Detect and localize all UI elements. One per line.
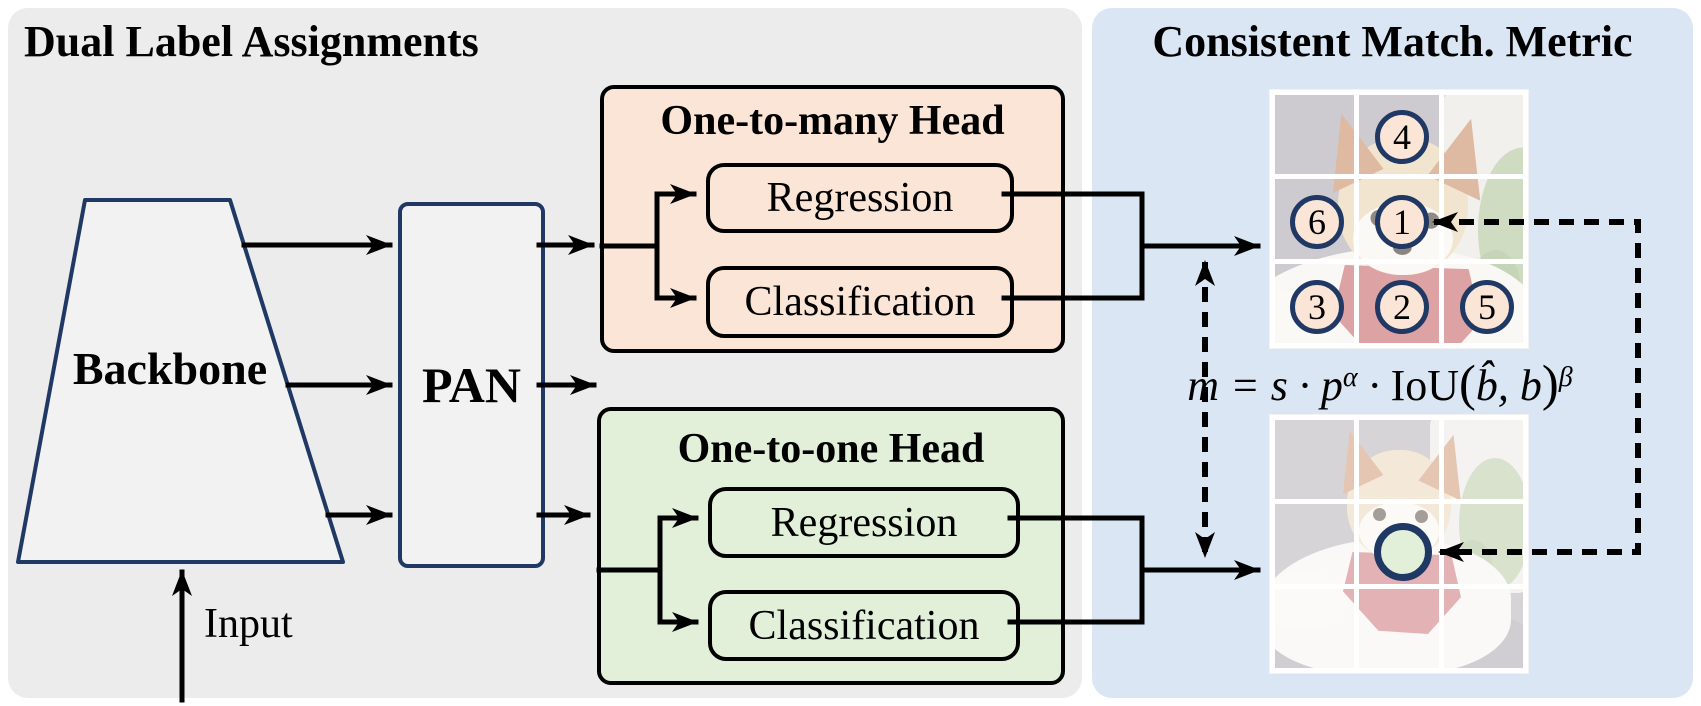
- anchor-circle-6: 6: [1290, 195, 1344, 249]
- anchor-label: 3: [1308, 287, 1326, 327]
- anchor-label: 4: [1393, 117, 1411, 157]
- input-label: Input: [204, 601, 293, 647]
- anchor-circle-1: 1: [1375, 195, 1429, 249]
- one-to-many-assignment-image: 4 6 1 3 2 5: [1270, 90, 1528, 348]
- formula-beta: β: [1558, 362, 1573, 393]
- one-to-many-classification-label: Classification: [744, 279, 976, 325]
- one-to-many-classification-box: Classification: [706, 266, 1014, 338]
- formula-lparen: (: [1459, 355, 1476, 411]
- pan-box: PAN: [398, 202, 545, 568]
- formula-alpha: α: [1342, 362, 1358, 393]
- formula-cdot: ·: [1357, 361, 1391, 410]
- formula-bhat-b: b̂, b: [1475, 361, 1542, 410]
- right-panel-title: Consistent Match. Metric: [1152, 17, 1633, 66]
- anchor-label: 2: [1393, 287, 1411, 327]
- one-to-one-classification-box: Classification: [708, 590, 1020, 661]
- one-to-many-regression-label: Regression: [766, 175, 954, 221]
- formula-rparen: ): [1541, 355, 1559, 411]
- backbone-label: Backbone: [72, 343, 268, 394]
- one-to-one-assignment-image: [1270, 415, 1528, 673]
- one-to-one-regression-label: Regression: [770, 499, 958, 546]
- one-to-many-head-title: One-to-many Head: [660, 98, 1005, 144]
- one-to-many-regression-box: Regression: [706, 163, 1014, 233]
- one-to-one-anchor-circle: [1374, 523, 1432, 581]
- formula-msp: m = s · p: [1187, 361, 1343, 410]
- anchor-circle-3: 3: [1290, 280, 1344, 334]
- anchor-circle-2: 2: [1375, 280, 1429, 334]
- anchor-circle-4: 4: [1375, 110, 1429, 164]
- left-panel-title: Dual Label Assignments: [24, 17, 479, 66]
- formula-iou: IoU: [1390, 361, 1460, 410]
- matching-metric-formula: m = s · pα · IoU(b̂, b)β: [1160, 354, 1600, 412]
- one-to-one-head-title: One-to-one Head: [677, 426, 985, 472]
- anchor-circle-5: 5: [1460, 280, 1514, 334]
- pan-label: PAN: [421, 357, 522, 413]
- one-to-one-regression-box: Regression: [708, 487, 1020, 558]
- anchor-label: 6: [1308, 202, 1326, 242]
- one-to-one-classification-label: Classification: [748, 602, 980, 649]
- anchor-label: 1: [1393, 202, 1411, 242]
- anchor-label: 5: [1478, 287, 1496, 327]
- dog-photo: [1275, 420, 1523, 668]
